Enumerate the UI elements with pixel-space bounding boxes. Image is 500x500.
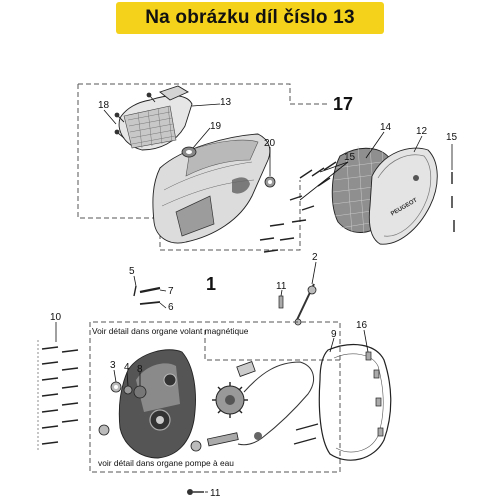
bolts-part-15-right (451, 172, 455, 232)
shaft-part-2 (294, 283, 317, 326)
group-1-outline (89, 321, 341, 473)
title-text: Na obrázku díl číslo 13 (145, 7, 355, 28)
callout-15-left: 15 (344, 152, 356, 163)
callout-7: 7 (168, 286, 174, 297)
pin-part-11-upper (278, 295, 284, 309)
callout-10: 10 (50, 312, 62, 323)
callout-4: 4 (124, 362, 130, 373)
bolts-parts-5-6-7 (133, 285, 161, 305)
group-17-label: 17 (333, 94, 353, 114)
callout-13: 13 (220, 97, 232, 108)
crankcase-half (118, 349, 196, 459)
callout-6: 6 (168, 302, 174, 313)
title-banner: Na obrázku díl číslo 13 (116, 2, 384, 34)
group-1-label: 1 (206, 274, 216, 294)
callout-3: 3 (110, 360, 116, 371)
callout-11-lower: 11 (210, 488, 221, 499)
callout-2: 2 (312, 252, 318, 263)
callout-8: 8 (137, 364, 143, 375)
callout-19: 19 (210, 121, 222, 132)
stator-flywheel-assembly (206, 361, 319, 447)
washer-part-20 (264, 176, 276, 188)
fan-cover-part-13 (118, 85, 193, 151)
callout-numbers: 18 13 19 20 14 12 15 15 2 11 5 7 6 10 3 … (50, 97, 458, 499)
screws-part-18 (114, 92, 156, 139)
callout-16: 16 (356, 320, 368, 331)
callout-5: 5 (129, 266, 135, 277)
water-pump-detail-note: voir détail dans organe pompe à eau (98, 458, 234, 468)
variator-cover-body (152, 133, 271, 244)
callout-15-right: 15 (446, 132, 458, 143)
bearings-parts-3-4-8 (98, 381, 202, 452)
callout-14: 14 (380, 122, 392, 133)
callout-12: 12 (416, 126, 428, 137)
callout-9: 9 (331, 329, 337, 340)
bolts-part-15-left (259, 161, 337, 253)
dowels-part-16 (365, 351, 384, 437)
flywheel-detail-note: Voir détail dans organe volant magnétiqu… (92, 326, 249, 336)
bolt-set-part-10 (41, 346, 79, 445)
callout-leader-lines (55, 103, 453, 493)
outer-cover-part-12: PEUGEOT (368, 147, 438, 245)
callout-20: 20 (264, 138, 276, 149)
seal-part-19 (181, 146, 197, 158)
callout-18: 18 (98, 100, 110, 111)
callout-11-upper: 11 (276, 281, 287, 292)
bolt-part-11-lower (187, 489, 204, 495)
gasket-part-9 (318, 343, 392, 461)
